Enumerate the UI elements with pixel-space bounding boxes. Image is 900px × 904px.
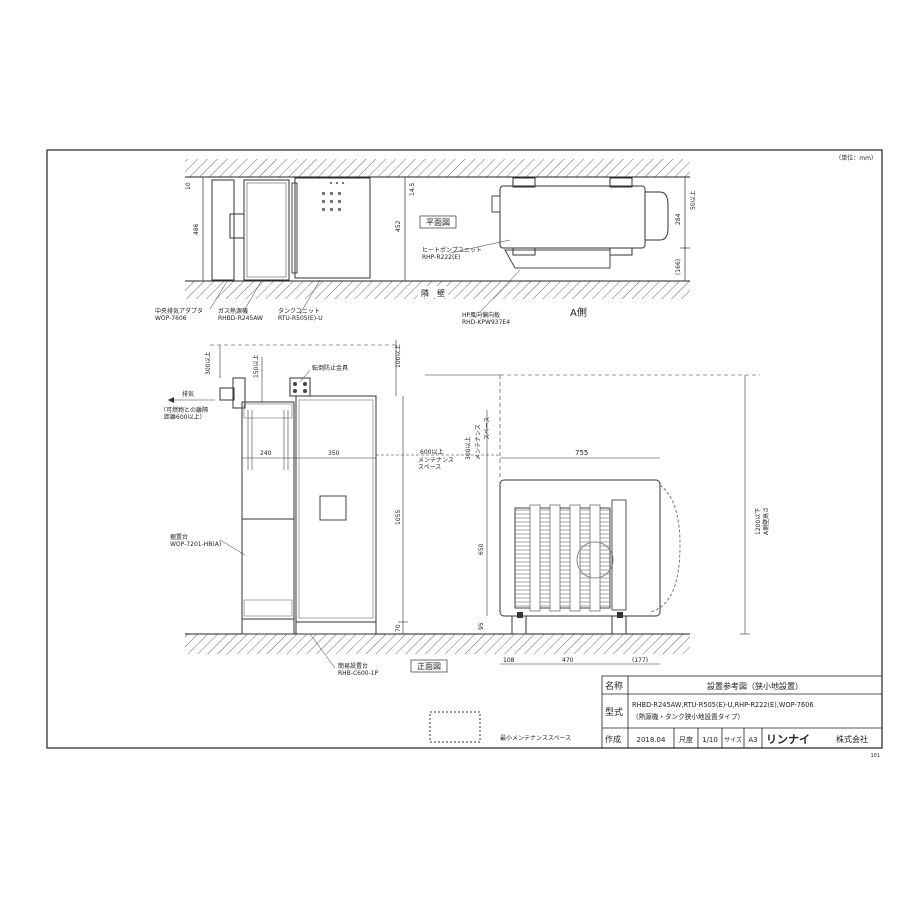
callout-plate-name: HP風向偏向板 [462, 311, 500, 319]
tb-model-line1: RHBD-R245AW,RTU-R505(E)-U,RHP-R222(E),WO… [632, 701, 814, 709]
plan-wall-label: 隣 壁 [421, 288, 445, 298]
front-tank [295, 395, 377, 623]
callout-tank-name: タンクユニット [278, 307, 320, 315]
plan-dim-166: (166) [675, 259, 682, 275]
tb-model-label: 型式 [605, 706, 623, 718]
front-heatpump [499, 479, 661, 617]
front-dim-600: 600以上 [420, 448, 443, 456]
tb-scale-value: 1/10 [702, 736, 718, 744]
hp-dim-maint: メンテナンス [475, 424, 482, 460]
callout-base-name: 簡易設置台 [338, 662, 368, 670]
plan-heatpump [499, 185, 646, 249]
tb-company-suffix: 株式会社 [836, 734, 868, 744]
exhaust-label: 排気 [182, 390, 194, 398]
tb-date-value: 2018.04 [637, 736, 666, 744]
hp-dim-space: スペース [484, 417, 491, 440]
hp-dim-470: 470 [562, 657, 574, 664]
plan-adapter [211, 179, 235, 281]
front-dim-70: 70 [395, 624, 402, 632]
callout-stand-name: 据置台 [170, 533, 188, 541]
plan-tank [294, 177, 371, 279]
front-dim-300: 300以上 [204, 352, 212, 375]
plan-dim-14-5: 14.5 [409, 182, 416, 196]
hp-dim-755: 755 [575, 449, 588, 457]
tb-page-number: 101 [870, 753, 880, 759]
front-dim-1055: 1055 [395, 510, 402, 525]
front-stand [241, 518, 295, 620]
front-boiler [241, 401, 295, 520]
callout-boiler-name: ガス熱源機 [218, 307, 248, 315]
front-dim-240: 240 [260, 450, 272, 457]
plan-dim-284: 284 [675, 213, 682, 225]
sheet-border [46, 149, 883, 749]
legend-label: 最小メンテナンススペース [500, 734, 571, 742]
plan-view-label: 平面図 [426, 218, 450, 227]
front-dim-100: 100以上 [394, 345, 402, 368]
legend-swatch [429, 711, 481, 743]
tb-scale-label: 尺度 [679, 735, 693, 744]
front-floor [185, 634, 690, 654]
callout-stand-model: WOP-7201-HB(A) [170, 541, 221, 548]
plan-side-label: A側 [570, 306, 587, 319]
callout-adapter-name: 中央排気アダプタ [155, 307, 203, 315]
front-view-label: 正面図 [417, 662, 441, 671]
callout-heatpump-model: RHP-R222(E) [422, 254, 460, 261]
callout-stopper: 転倒防止金具 [312, 364, 348, 372]
callout-adapter-model: WOP-7606 [155, 315, 187, 322]
tb-name-label: 名称 [605, 680, 623, 692]
front-view: 300以上 150以上 100以上 240 350 1055 70 600以上 … [160, 340, 770, 677]
front-dim-350: 350 [328, 450, 340, 457]
callout-heatpump-name: ヒートポンプユニット [422, 246, 482, 254]
tb-company-logo: リンナイ [766, 733, 810, 746]
plan-dim-10: 10 [185, 182, 192, 190]
callout-tank-model: RTU-R505(E)-U [278, 315, 323, 322]
title-block [601, 675, 883, 749]
plan-wall-top [185, 159, 690, 177]
tb-size-value: A3 [748, 736, 757, 744]
plan-boiler [243, 179, 290, 281]
callout-boiler-model: RHBD-R245AW [218, 315, 263, 322]
front-dim-maint: メンテナンス [418, 457, 454, 464]
hp-dim-108: 108 [503, 657, 515, 664]
exhaust-note-1: （可燃物との離隔 [160, 406, 208, 414]
plan-dim-486: 486 [193, 223, 200, 235]
tb-size-label: サイズ [724, 736, 742, 744]
hp-dim-650: 650 [478, 543, 485, 555]
tb-date-label: 作成 [605, 734, 621, 744]
callout-plate-model: RHD-KPW937E4 [462, 319, 510, 326]
plan-dim-452: 452 [395, 220, 402, 232]
plan-dim-50: 50以上 [689, 190, 697, 210]
hp-dim-177: (177) [632, 657, 648, 664]
exhaust-note-2: 距離600以上） [164, 413, 205, 421]
front-dim-150: 150以上 [252, 355, 260, 378]
unit-note: （単位：mm） [835, 154, 877, 162]
hp-dim-wall-height: A側壁高さ [762, 507, 770, 535]
tb-name-value: 設置参考図（狭小地設置） [707, 681, 803, 691]
hp-dim-300: 300以上 [464, 437, 472, 460]
hp-dim-1200: 1200以下 [755, 508, 762, 535]
front-dim-space: スペース [418, 464, 441, 471]
tb-model-line2: （熱源機・タンク狭小地設置タイプ） [632, 712, 744, 721]
hp-dim-95: 95 [478, 622, 485, 630]
plan-view: 10 486 452 14.5 284 50以上 (166) 平面図 隣 壁 A… [155, 159, 697, 326]
callout-base-model: RHB-C600-1P [338, 670, 379, 677]
